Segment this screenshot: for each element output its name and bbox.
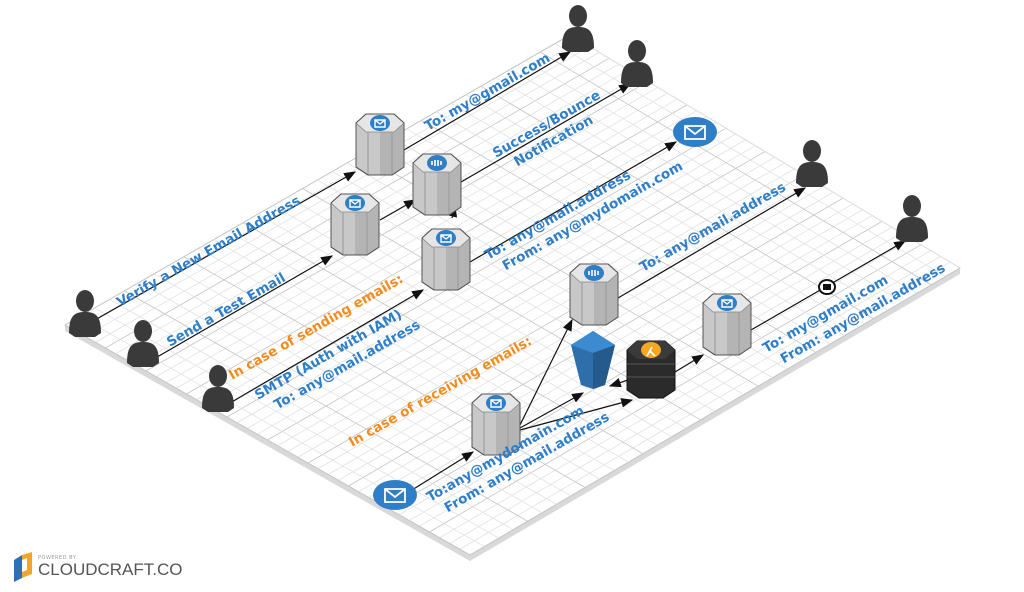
grid-line [168,264,572,497]
grid-line [495,77,889,311]
email-icon [372,479,418,511]
user-icon [621,40,653,87]
cloudcraft-logo-icon [14,552,32,582]
grid-line [228,230,629,463]
lambda-icon [641,342,661,358]
arrow-to-gmail [403,51,572,151]
grid-line [554,43,946,277]
arrow-recv-sns [519,318,573,426]
arrow-test-sns [379,199,417,221]
arrow-lambda-ses [674,354,705,373]
sns-receive-node [569,263,619,326]
sns-notification-node [412,153,462,216]
grid-line [183,256,586,488]
ses-icon [435,229,457,247]
grid-line [510,68,903,303]
arrow-smtp [229,289,425,404]
grid-line [139,282,543,514]
grid-line [465,94,860,328]
arrow-sns-user [617,187,807,299]
grid-line [94,307,500,539]
sns-icon [583,264,605,282]
email-icon [672,116,718,148]
arrow-notification [460,83,632,183]
grid-line [480,85,874,319]
arrow-recv-s3 [519,392,585,429]
grid-line [213,239,615,471]
ses-small-icon [818,279,836,295]
ses-smtp-node [421,228,471,291]
ses-icon [344,194,366,212]
ses-forward-node [702,293,752,356]
lambda-node [626,340,676,399]
ses-test-node [330,193,380,256]
ses-icon [716,294,738,312]
logo-brand: CLOUDCRAFT.CO [38,560,183,579]
grid-line [124,290,528,522]
grid-line [525,60,917,294]
arrow-send [469,141,678,263]
grid-line [153,273,557,505]
logo-powered-by: POWERED BY [38,555,77,561]
ses-icon [485,394,507,412]
arrow-recv-lambda [519,398,634,431]
user-icon [896,195,928,242]
grid-line [436,111,831,345]
ses-icon [369,114,391,132]
arrow-test [151,255,334,361]
arrow-lambda-s3 [608,378,629,388]
grid-line [540,51,932,286]
user-icon [562,5,594,52]
arrow-verify [94,171,357,321]
cloudcraft-logo: POWERED BY CLOUDCRAFT.CO [12,552,183,582]
grid-line [109,299,514,531]
ses-verify-node [355,113,405,176]
arrow-incoming [411,451,475,491]
grid-line [198,247,600,480]
grid-line [257,213,658,446]
user-icon [796,140,828,187]
sns-icon [426,154,448,172]
s3-bucket-icon [571,331,615,389]
grid-line [450,102,845,336]
